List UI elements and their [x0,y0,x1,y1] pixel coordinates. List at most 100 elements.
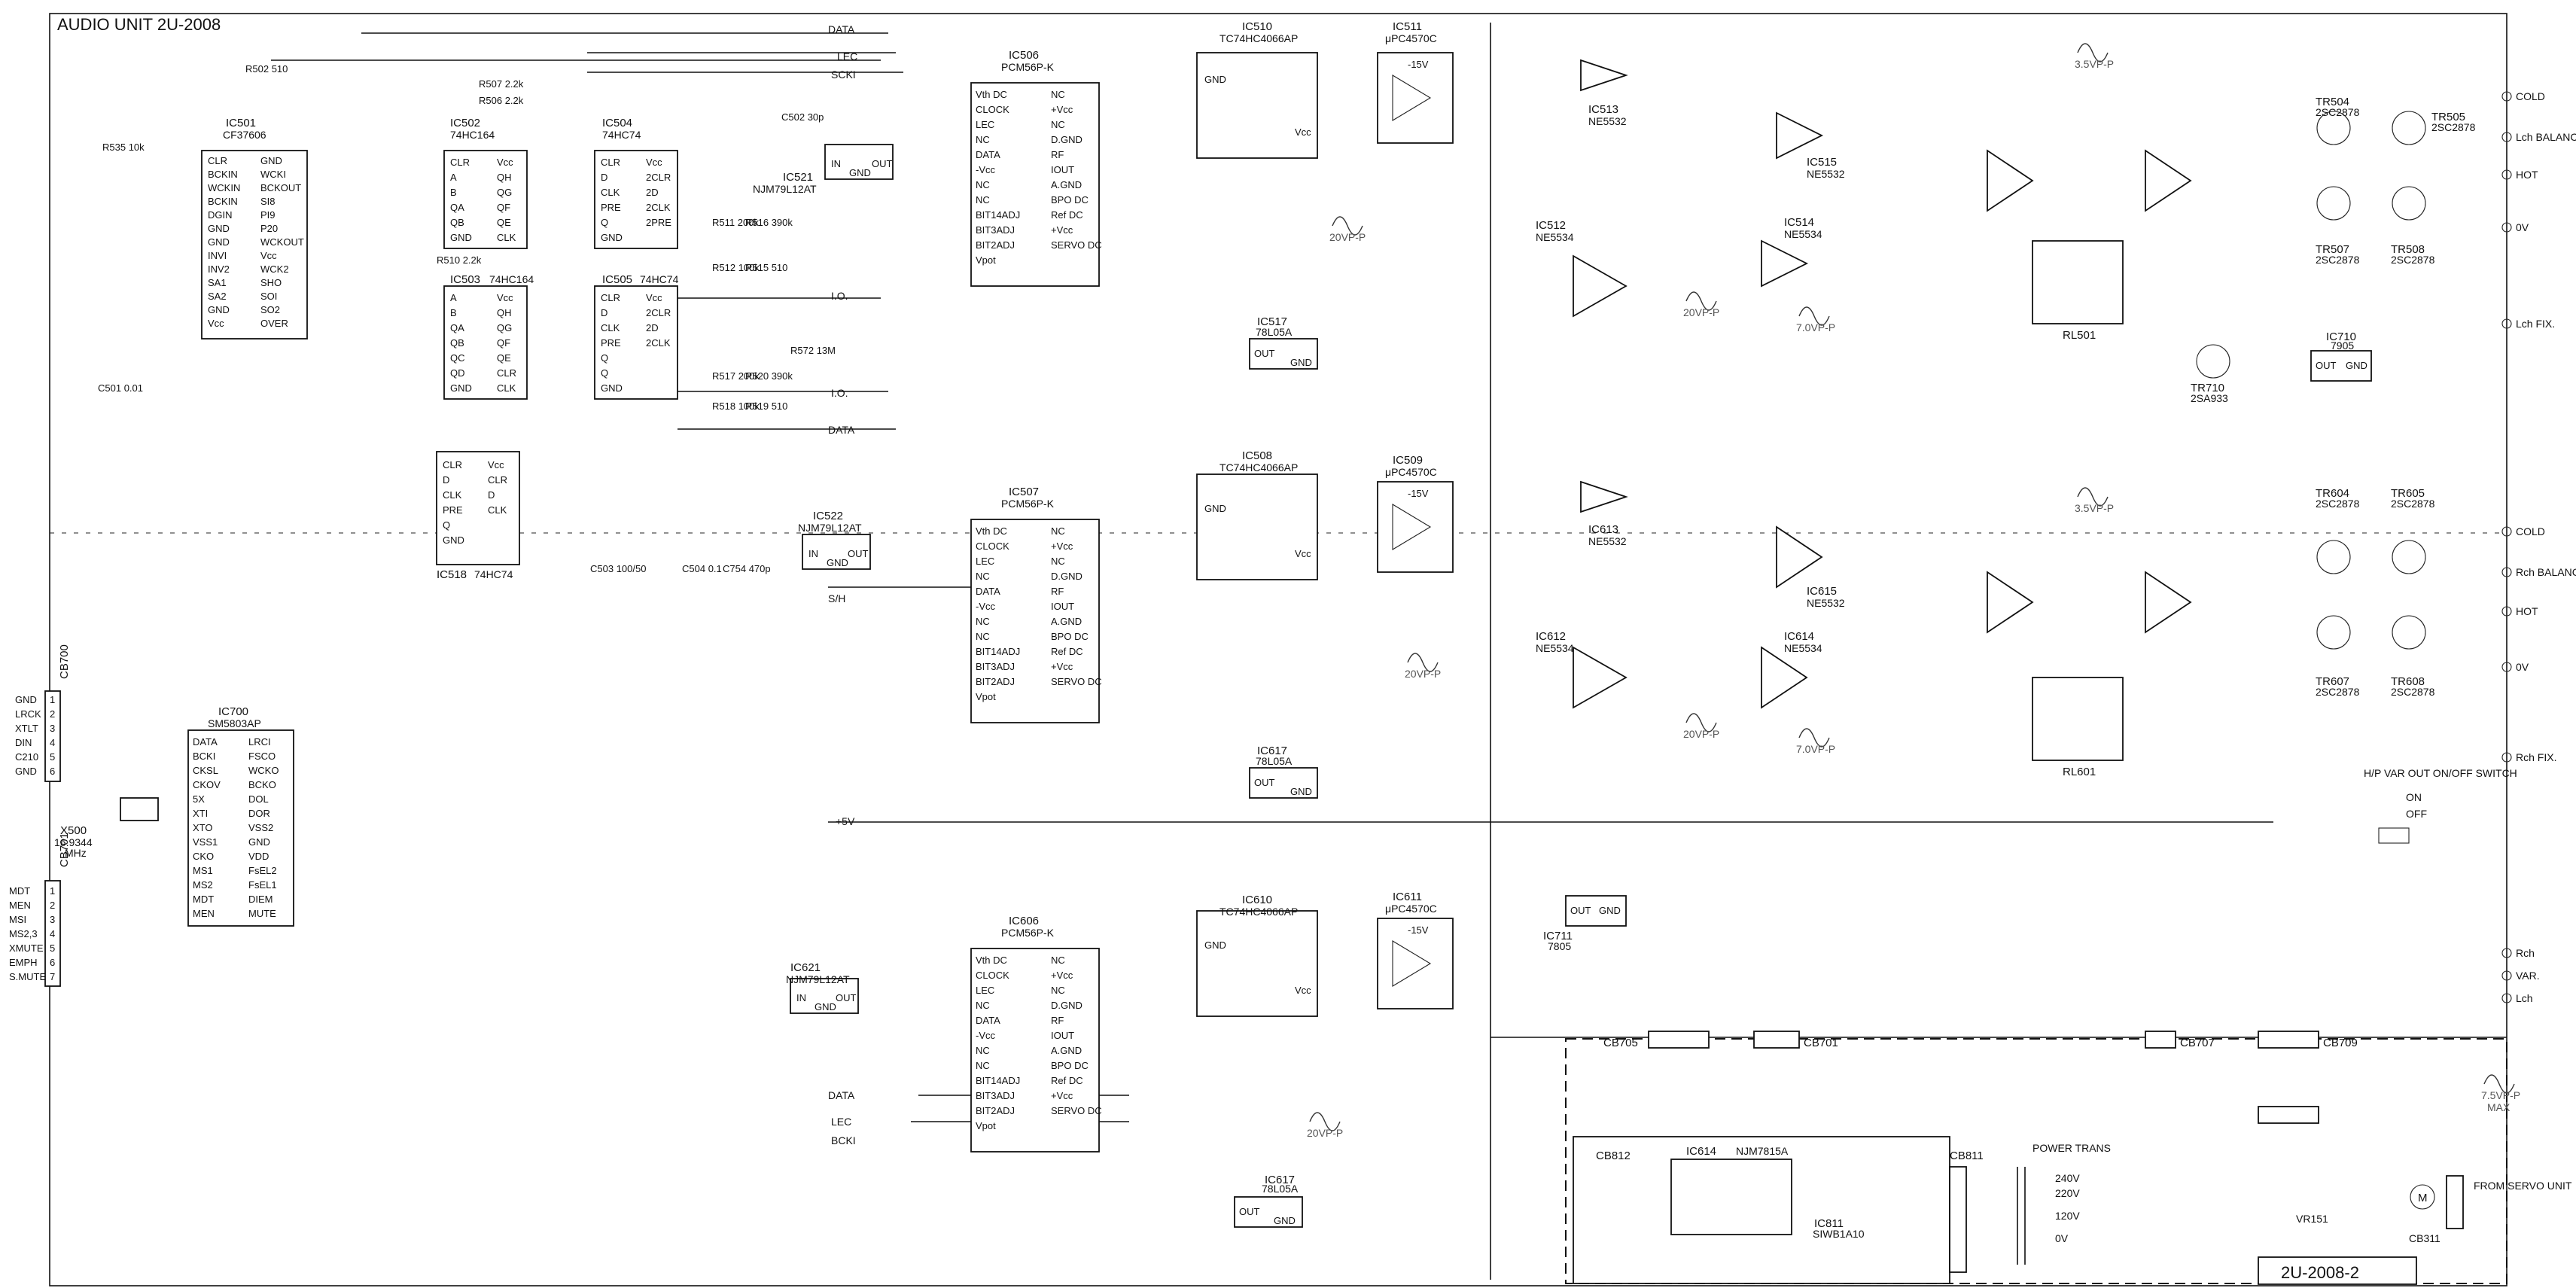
pin-label: NC [1051,119,1065,130]
svg-text:2CLR: 2CLR [646,307,671,318]
pin-label: RF [1051,1015,1064,1026]
connector-pin-number: 6 [50,957,55,968]
svg-text:IN: IN [796,992,806,1003]
svg-text:CB812: CB812 [1596,1149,1631,1162]
connector-pin-label: C210 [15,751,38,763]
ic615-opamp: IC615 NE5532 [1776,525,1845,609]
transistor-tr505: TR505 2SC2878 [2392,111,2476,145]
connector-pin-label: DIN [15,737,32,748]
svg-text:CB701: CB701 [58,833,71,867]
waveform-label: 20VP-P [1329,231,1366,243]
svg-text:IC610: IC610 [1242,894,1272,906]
pin-label: SA2 [208,291,227,302]
svg-text:OUT: OUT [836,992,857,1003]
connector-pin-number: 3 [50,914,55,925]
svg-text:IC614: IC614 [1686,1145,1716,1158]
svg-text:CLK: CLK [497,382,516,394]
pin-label: BIT14ADJ [976,646,1020,657]
svg-text:220V: 220V [2055,1187,2080,1199]
pin-label: BIT3ADJ [976,224,1015,236]
svg-text:TR605: TR605 [2391,487,2425,500]
svg-text:CLR: CLR [601,157,620,168]
svg-text:OUT: OUT [872,158,893,169]
svg-text:Vcc: Vcc [488,459,504,470]
svg-text:B: B [450,307,457,318]
svg-text:μPC4570C: μPC4570C [1385,466,1437,478]
component-label: C501 0.01 [98,382,143,394]
pin-label: LRCI [248,736,271,748]
svg-text:GND: GND [827,557,848,568]
ic710-regulator: IC710 7905 OUT GND [2310,330,2372,382]
connector-pin-number: 4 [50,737,55,748]
net-scki-label: SCKI [831,69,856,81]
svg-text:A: A [450,292,457,303]
svg-text:2SC2878: 2SC2878 [2391,254,2435,266]
svg-text:QC: QC [450,352,465,364]
connector-pin-number: 3 [50,723,55,734]
connector-pin-label: XMUTE [9,942,44,954]
pin-label: NC [976,1000,990,1011]
svg-text:IC504: IC504 [602,117,632,129]
svg-text:GND: GND [450,232,472,243]
transistor-tr710: TR710 2SA933 [2191,344,2230,404]
pin-label: Vpot [976,254,996,266]
connector-pin-label: MS2,3 [9,928,38,939]
pin-label: INVI [208,250,227,261]
pin-label: Vcc [208,318,224,329]
svg-text:IN: IN [831,158,841,169]
svg-text:2SC2878: 2SC2878 [2316,686,2360,698]
ic522-regulator: IN OUT GND IC522 NJM79L12AT [798,510,871,570]
connector-pin-label: S.MUTE [9,971,46,982]
svg-text:GND: GND [1274,1215,1296,1226]
svg-text:CLR: CLR [443,459,462,470]
pin-label: CLR [208,155,227,166]
svg-text:IC700: IC700 [218,705,248,718]
waveform-label: 20VP-P [1683,306,1719,318]
svg-text:PRE: PRE [601,202,621,213]
svg-text:OUT: OUT [1254,777,1275,788]
waveform-symbol [1309,1112,1341,1131]
servo-block: M FROM SERVO UNIT CB311 VR151 [2296,1175,2572,1244]
pin-label: INV2 [208,263,230,275]
pin-label: BIT14ADJ [976,209,1020,221]
svg-text:IC514: IC514 [1784,216,1814,229]
svg-text:NE5534: NE5534 [1784,642,1822,654]
svg-text:GND: GND [450,382,472,394]
svg-text:78L05A: 78L05A [1256,326,1293,338]
waveform-label: 20VP-P [1683,728,1719,740]
ic511-opamp: IC511 μPC4570C -15V [1377,20,1454,144]
output-terminal [2501,948,2512,958]
output-terminal [2501,132,2512,142]
svg-text:IC522: IC522 [813,510,843,522]
svg-text:Q: Q [443,519,450,531]
svg-text:FROM SERVO UNIT: FROM SERVO UNIT [2474,1180,2572,1192]
ic610-switch: IC610 TC74HC4066AP GND Vcc [1196,894,1318,1017]
pin-label: XTI [193,808,208,819]
power-section-boundary [1565,1038,2507,1284]
pin-label: LEC [976,985,994,996]
output-label: COLD [2516,525,2545,537]
svg-text:0V: 0V [2055,1232,2069,1244]
ic513-opamp: IC513 NE5532 [1580,59,1628,127]
svg-text:OUT: OUT [848,548,869,559]
pin-label: +Vcc [1051,1090,1073,1101]
net-data2-label: DATA [828,424,855,436]
svg-text:TR507: TR507 [2316,243,2349,256]
svg-text:QH: QH [497,307,512,318]
power-transformer: POWER TRANS 240V 220V 120V 0V [2017,1142,2111,1265]
waveform-symbol [1407,653,1439,672]
pin-label: SOI [260,291,277,302]
svg-text:74HC74: 74HC74 [640,273,679,285]
pin-label: DATA [976,586,1000,597]
svg-text:78L05A: 78L05A [1262,1183,1299,1195]
pin-label: Ref DC [1051,209,1083,221]
component-label: R520 390k [745,370,793,382]
connector-pin-label: EMPH [9,957,38,968]
svg-text:2CLK: 2CLK [646,202,671,213]
connector-cb701-bottom: CB701 [1753,1031,1838,1049]
svg-text:QA: QA [450,322,464,333]
pin-label: Vth DC [976,525,1007,537]
svg-text:A: A [450,172,457,183]
svg-text:IC615: IC615 [1807,585,1837,598]
